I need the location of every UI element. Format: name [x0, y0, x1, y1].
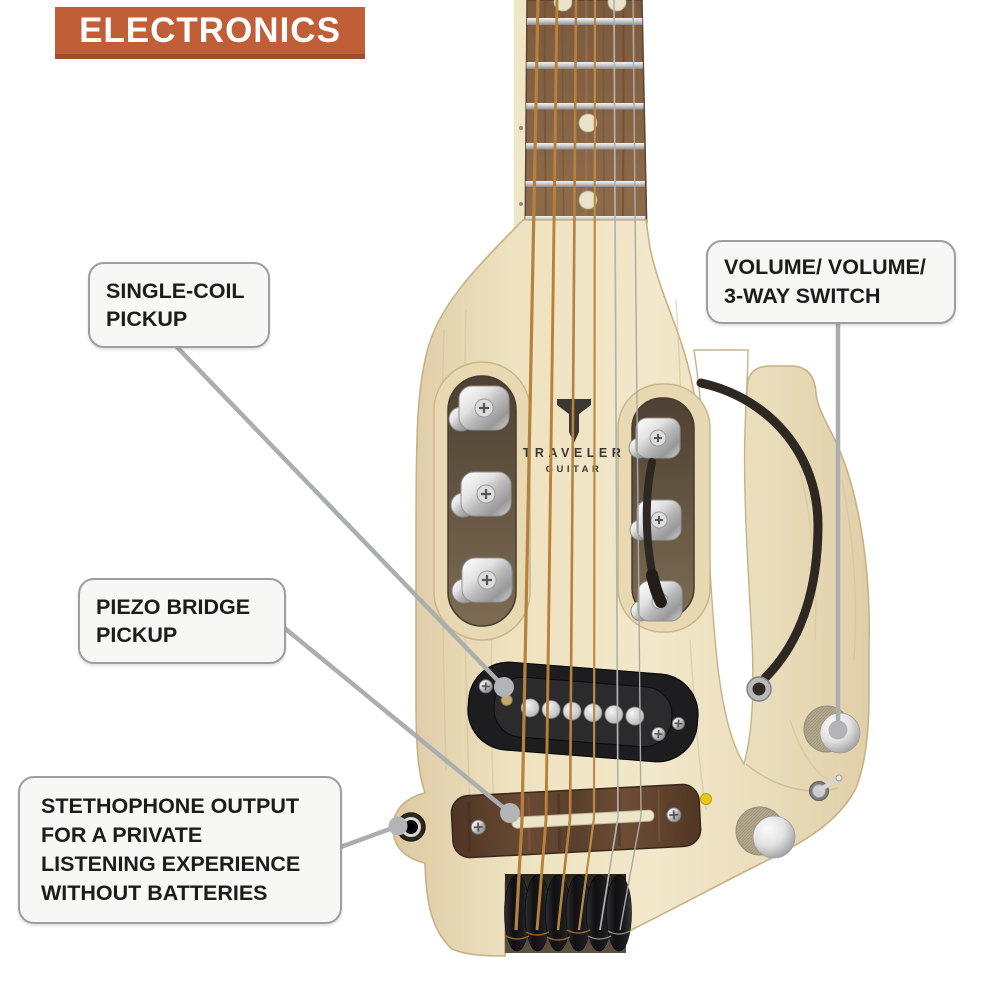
left-tuner-cavity [433, 361, 531, 641]
tuner-knob [628, 417, 681, 459]
callout-label-line: STETHOPHONE OUTPUT [41, 794, 300, 818]
callout-label-line: PICKUP [96, 623, 178, 647]
callout-label-single-coil-pickup: SINGLE-COIL PICKUP [88, 262, 270, 348]
callout-label-volume-switch: VOLUME/ VOLUME/ 3-WAY SWITCH [706, 240, 956, 324]
callout-label-line: 3-WAY SWITCH [724, 284, 881, 308]
callout-label-line: SINGLE-COIL [106, 279, 245, 303]
strings [514, 0, 642, 931]
instrument-cable [642, 378, 823, 702]
tuner-knob [448, 385, 510, 432]
callout-dot-stethophone [388, 816, 408, 836]
callout-label-line: LISTENING EXPERIENCE [41, 852, 301, 876]
string-rollers [504, 874, 632, 953]
callout-label-line: PICKUP [106, 307, 188, 331]
banner-title: ELECTRONICS [79, 10, 341, 50]
tuner-knob [450, 471, 512, 518]
right-tuner-cavity [617, 383, 711, 633]
callout-line-single-coil [172, 342, 507, 690]
callout-line-stethophone [335, 823, 401, 851]
callout-label-line: WITHOUT BATTERIES [41, 881, 268, 905]
callout-label-line: PIEZO BRIDGE [96, 595, 251, 619]
callout-label-line: FOR A PRIVATE [41, 823, 203, 847]
tuner-knob [451, 557, 513, 604]
volume-knob-lower [735, 806, 796, 859]
cable-jack [746, 676, 772, 702]
callout-line-piezo-bridge [279, 623, 513, 816]
callout-dot-volume-switch [828, 720, 848, 740]
piezo-bridge [450, 783, 702, 859]
callout-label-piezo-bridge-pickup: PIEZO BRIDGE PICKUP [78, 578, 286, 664]
three-way-switch [809, 774, 843, 801]
callout-label-stethophone-output: STETHOPHONE OUTPUT FOR A PRIVATE LISTENI… [18, 776, 342, 924]
yellow-marker [700, 793, 712, 805]
callout-label-line: VOLUME/ VOLUME/ [724, 255, 926, 279]
callout-dot-piezo-bridge [500, 803, 520, 823]
callout-dot-single-coil [494, 677, 514, 697]
section-banner: ELECTRONICS [55, 7, 365, 59]
